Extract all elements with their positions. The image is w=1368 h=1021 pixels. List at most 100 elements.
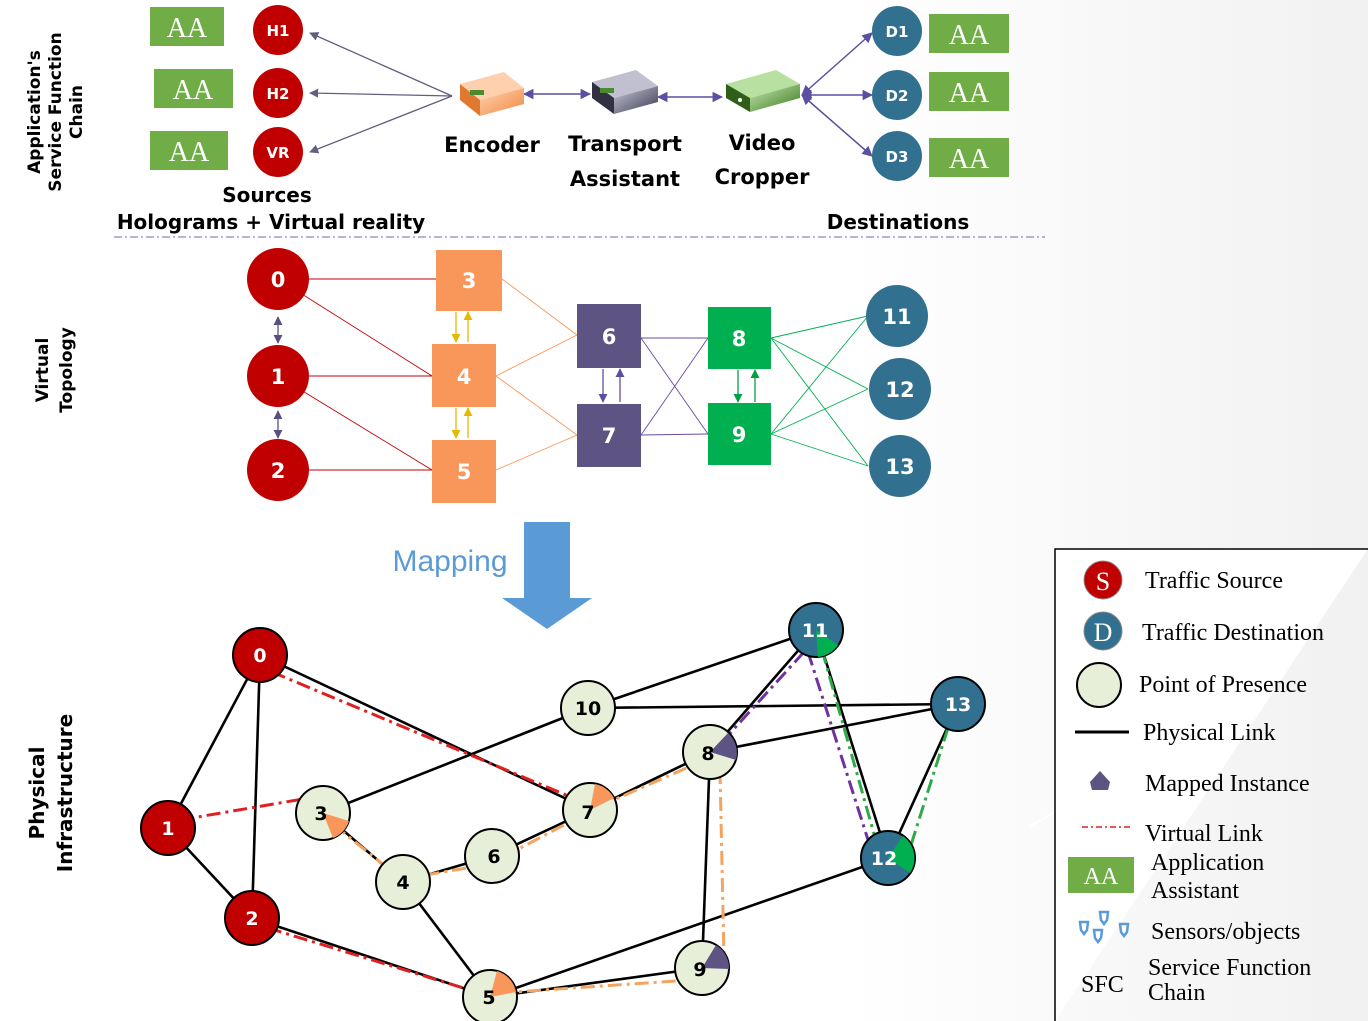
aa-badge: AA — [154, 69, 233, 108]
virtual-encoder-3-label: 3 — [462, 269, 477, 293]
sfc-source-h2: H2 — [253, 68, 303, 118]
legend-source-label: Traffic Source — [1145, 568, 1283, 594]
legend-aa-icon — [1068, 857, 1134, 893]
sfc-aa-left: AA AA AA — [150, 7, 233, 170]
sfc-destinations: D1 D2 D3 — [872, 6, 922, 181]
virtual-source-1: 1 — [247, 345, 309, 407]
aa-badge: AA — [929, 14, 1009, 53]
physical-pop-3-label: 3 — [314, 803, 327, 825]
legend-sfc-symbol: SFC — [1081, 972, 1124, 998]
sfc-link-h1 — [309, 32, 453, 97]
virtual-source-0: 0 — [247, 248, 309, 310]
cropper-label-line1: Video — [729, 131, 796, 155]
physical-source-0: 0 — [232, 627, 288, 683]
legend-destination-symbol: D — [1094, 618, 1113, 647]
physical-destination-11: 11 — [788, 602, 844, 658]
legend-item-pop: Point of Presence — [1076, 662, 1307, 708]
physical-destination-12-label: 12 — [871, 848, 897, 870]
cropper-label-line2: Cropper — [715, 165, 811, 189]
virtual-transport-6: 6 — [577, 304, 641, 368]
aa-badge-label: AA — [949, 20, 990, 51]
physical-pop-5: 5 — [462, 969, 518, 1021]
sfc-source-vr-label: VR — [266, 144, 290, 162]
legend-item-virtual-link: Virtual Link — [1082, 821, 1263, 847]
transport-label-line2: Assistant — [570, 167, 680, 191]
side-label-virtual-line2: Topology — [57, 327, 77, 413]
virtual-cropper-8-label: 8 — [732, 327, 747, 351]
destinations-caption: Destinations — [827, 210, 970, 234]
aa-badge-label: AA — [167, 13, 208, 44]
sfc-link-h2 — [309, 88, 453, 98]
physical-pop-9: 9 — [674, 940, 730, 996]
virtual-cropper-9-label: 9 — [732, 423, 747, 447]
side-label-sfc-line2: Service Function — [46, 32, 66, 191]
legend-item-mapped-instance: Mapped Instance — [1090, 771, 1310, 797]
sfc-chain-links — [522, 32, 874, 157]
sfc-source-h2-label: H2 — [267, 85, 290, 103]
physical-pop-10-label: 10 — [575, 698, 601, 720]
sfc-destination-d3-label: D3 — [886, 148, 909, 166]
legend: S Traffic Source D Traffic Destination P… — [1054, 548, 1368, 1021]
physical-pop-6-label: 6 — [487, 846, 500, 868]
sfc-link-d3 — [801, 94, 873, 157]
physical-destination-13-label: 13 — [945, 694, 971, 716]
side-label-physical-line2: Infrastructure — [53, 714, 77, 872]
physical-pop-6: 6 — [464, 828, 520, 884]
sensor-icon — [1078, 910, 1130, 945]
legend-sfc-label-line1: Service Function — [1148, 955, 1311, 981]
virtual-cropper-9: 9 — [708, 403, 771, 465]
transport-device-icon — [592, 70, 658, 114]
virtual-transport-6-label: 6 — [602, 325, 617, 349]
physical-nodes: 0 1 2 3 4 5 6 7 — [140, 602, 986, 1021]
mapped-instance-icon — [888, 836, 915, 873]
aa-badge-label: AA — [173, 75, 214, 106]
sources-caption: Sources — [222, 183, 312, 207]
encoder-device-icon — [460, 72, 524, 116]
physical-pop-10: 10 — [560, 680, 616, 736]
physical-pop-8: 8 — [682, 724, 738, 780]
physical-source-1-label: 1 — [161, 818, 174, 840]
virtual-source-1-label: 1 — [271, 365, 286, 389]
sfc-destination-d2: D2 — [872, 70, 922, 120]
virtual-destination-11: 11 — [866, 285, 928, 347]
legend-aa-label-line2: Assistant — [1151, 878, 1239, 904]
legend-source-symbol: S — [1096, 567, 1110, 596]
sfc-source-h1-label: H1 — [267, 22, 290, 40]
sfc-captions: Sources Holograms + Virtual reality Dest… — [117, 183, 969, 234]
physical-links — [166, 628, 960, 999]
sfc-link-vr — [309, 95, 453, 154]
virtual-source-2: 2 — [247, 439, 309, 501]
mapped-instance-icon — [710, 733, 737, 760]
legend-aa-label-line1: Application — [1151, 850, 1264, 876]
legend-mapped-instance-icon — [1090, 771, 1110, 790]
physical-pop-3: 3 — [295, 785, 351, 841]
side-label-sfc-line3: Chain — [67, 85, 87, 139]
physical-source-1: 1 — [140, 800, 196, 856]
legend-item-sfc: SFC Service Function Chain — [1081, 955, 1311, 1006]
physical-destination-11-label: 11 — [802, 620, 828, 642]
legend-pop-icon — [1076, 662, 1122, 708]
sfc-link-d1 — [801, 32, 873, 96]
encoder-label: Encoder — [444, 133, 540, 157]
physical-pop-8-label: 8 — [701, 743, 714, 765]
legend-item-physical-link: Physical Link — [1075, 720, 1276, 746]
physical-pop-7-label: 7 — [581, 802, 594, 824]
legend-item-destination: D Traffic Destination — [1083, 611, 1324, 651]
physical-pop-5-label: 5 — [482, 987, 495, 1009]
mapping-label: Mapping — [392, 545, 507, 578]
aa-badge: AA — [929, 72, 1009, 111]
physical-pop-4: 4 — [375, 854, 431, 910]
mapped-instance-icon — [590, 784, 614, 810]
physical-source-0-label: 0 — [253, 645, 266, 667]
virtual-encoder-3: 3 — [436, 250, 502, 311]
aa-badge-label: AA — [169, 137, 210, 168]
virtual-destination-12: 12 — [869, 358, 931, 420]
side-label-virtual-line1: Virtual — [33, 338, 53, 403]
virtual-links — [273, 278, 869, 471]
mapped-instance-icon — [323, 813, 349, 838]
mapped-instance-icon — [816, 630, 838, 657]
legend-physical-link-label: Physical Link — [1143, 720, 1276, 746]
sfc-destination-d2-label: D2 — [886, 87, 909, 105]
